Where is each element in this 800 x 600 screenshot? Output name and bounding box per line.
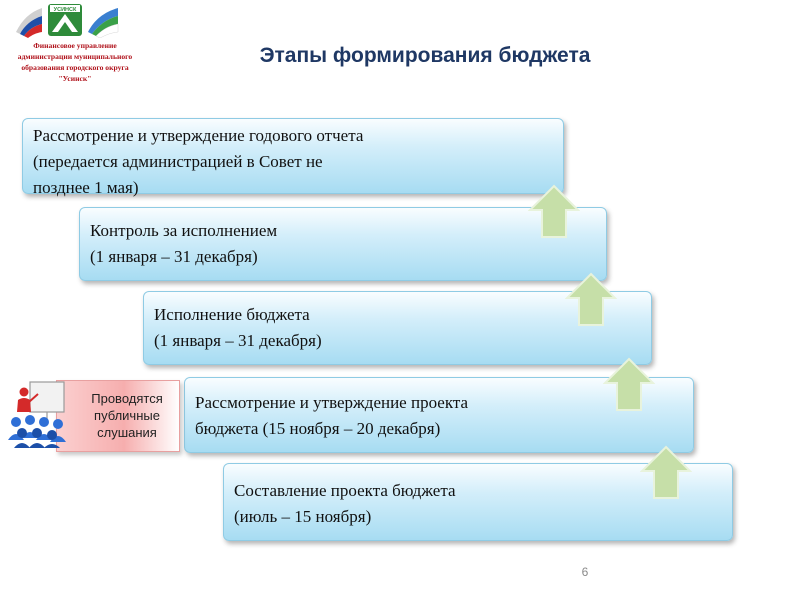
step-annual-report: Рассмотрение и утверждение годового отче… xyxy=(22,118,564,197)
arrow-up-icon xyxy=(640,445,692,499)
hearings-line: слушания xyxy=(97,425,157,440)
step-execution-control: Контроль за исполнением (1 января – 31 д… xyxy=(79,207,607,281)
emblems-logo: УСИНСК xyxy=(16,4,119,38)
step-line: (передается администрацией в Совет не xyxy=(33,152,323,171)
step-line: (1 января – 31 декабря) xyxy=(154,331,322,350)
logo-caption-line: образования городского округа xyxy=(21,63,129,72)
step-budget-execution: Исполнение бюджета (1 января – 31 декабр… xyxy=(143,291,652,365)
logo-caption-line: администрации муниципального xyxy=(17,52,133,61)
step-line: бюджета (15 ноября – 20 декабря) xyxy=(195,419,441,438)
arrow-up-icon xyxy=(528,184,580,238)
slide-title: Этапы формирования бюджета xyxy=(259,44,591,67)
audience-icon xyxy=(8,381,66,448)
step-line: Исполнение бюджета xyxy=(154,305,310,324)
step-line: Составление проекта бюджета xyxy=(234,481,456,500)
step-line: позднее 1 мая) xyxy=(33,178,139,197)
hearings-line: публичные xyxy=(94,408,160,423)
logo-block: УСИНСК Финансовое управление администрац… xyxy=(0,0,150,95)
arrow-up-icon xyxy=(565,272,617,326)
logo-caption-line: "Усинск" xyxy=(58,74,92,83)
step-line: Рассмотрение и утверждение проекта xyxy=(195,393,469,412)
step-draft-preparation: Составление проекта бюджета (июль – 15 н… xyxy=(223,463,733,541)
step-line: Рассмотрение и утверждение годового отче… xyxy=(33,126,364,145)
arrow-up-icon xyxy=(603,357,655,411)
logo-caption: Финансовое управление администрации муни… xyxy=(0,40,150,84)
logo-caption-line: Финансовое управление xyxy=(33,41,117,50)
step-line: Контроль за исполнением xyxy=(90,221,278,240)
step-line: (июль – 15 ноября) xyxy=(234,507,372,526)
page-number: 6 xyxy=(581,565,589,579)
emblem-text: УСИНСК xyxy=(54,7,77,13)
step-line: (1 января – 31 декабря) xyxy=(90,247,258,266)
hearings-line: Проводятся xyxy=(91,391,163,406)
public-hearings-box: Проводятся публичные слушания xyxy=(56,380,180,452)
step-draft-approval: Рассмотрение и утверждение проекта бюдже… xyxy=(184,377,694,453)
